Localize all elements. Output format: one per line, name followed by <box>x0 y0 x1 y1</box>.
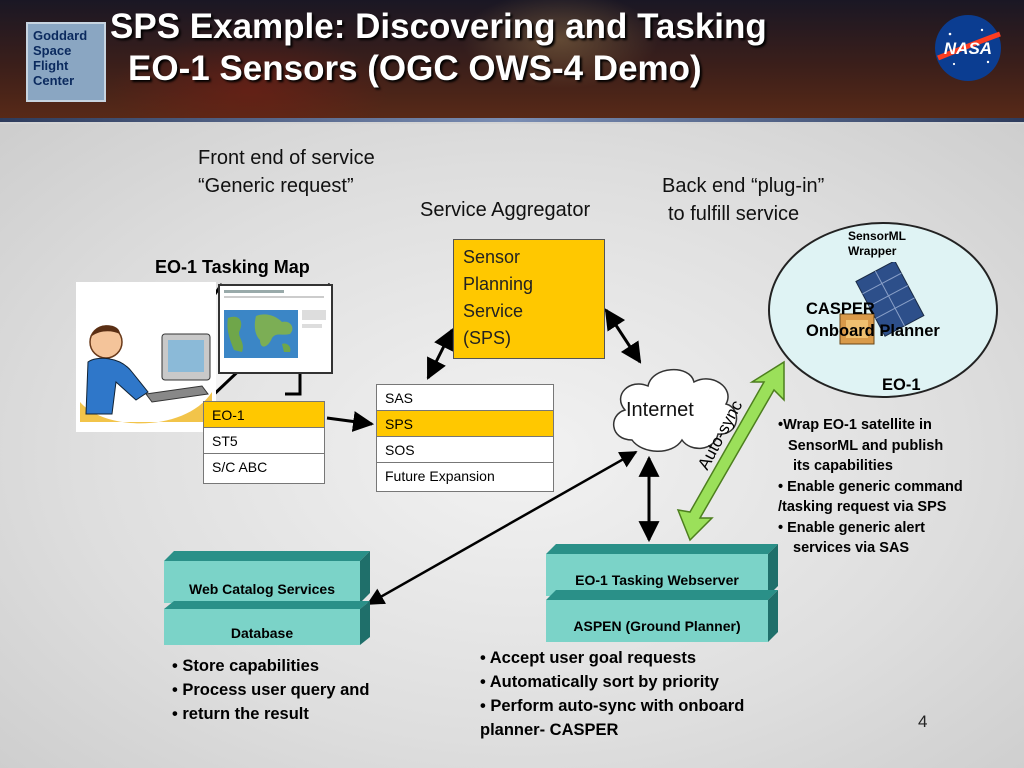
arrow-sps-internet <box>604 308 642 364</box>
back-end-line: to fulfill service <box>668 203 800 225</box>
world-map-thumbnail <box>220 286 331 372</box>
catalog-bullet: • Process user query and <box>172 681 370 699</box>
gsfc-line: Flight <box>33 58 69 73</box>
auto-sync-arrow <box>676 360 785 542</box>
service-aggregator-label: Service Aggregator <box>420 199 591 221</box>
nasa-logo: NASA <box>935 15 1001 81</box>
sensorml-line: SensorML <box>848 229 907 243</box>
tasking-map-label: EO-1 Tasking Map <box>155 257 310 277</box>
sensor-item-sc-abc[interactable]: S/C ABC <box>212 459 268 475</box>
service-item-sas[interactable]: SAS <box>377 385 553 411</box>
webserver-bullets: • Accept user goal requests • Automatica… <box>480 646 744 742</box>
eo1-note-line: its capabilities <box>793 458 893 474</box>
nasa-logo-text: NASA <box>944 39 992 58</box>
front-end-label: Front end of service “Generic request” <box>198 144 375 200</box>
monitor-pointer <box>285 374 302 396</box>
webserver-stack: EO-1 Tasking Webserver ASPEN (Ground Pla… <box>546 544 778 644</box>
eo1-note-line: /tasking request via SPS <box>778 499 947 515</box>
title-line-2: EO-1 Sensors (OGC OWS-4 Demo) <box>128 49 702 88</box>
eo1-label: EO-1 <box>882 376 921 394</box>
arrow-catalog-internet <box>366 450 638 606</box>
eo1-note-line: • Enable generic alert <box>778 519 925 536</box>
database-label: Database <box>230 625 294 641</box>
sensorml-wrapper-label: SensorML Wrapper <box>848 229 906 259</box>
webserver-bullet: • Accept user goal requests <box>480 649 697 667</box>
webserver-stack-graphic <box>546 544 778 642</box>
title-line-1: SPS Example: Discovering and Tasking <box>110 7 767 46</box>
casper-label: CASPER Onboard Planner <box>806 298 940 342</box>
tasking-map-screenshot <box>218 284 333 374</box>
arrow-list-sps <box>426 328 454 380</box>
front-end-line: “Generic request” <box>198 175 354 197</box>
sps-box: Sensor Planning Service (SPS) <box>453 239 605 359</box>
catalog-stack: Web Catalog Services Database <box>164 551 370 651</box>
arrow-eo1-to-sps <box>326 411 375 432</box>
sensor-item-st5[interactable]: ST5 <box>204 428 324 454</box>
sensor-item-eo1[interactable]: EO-1 <box>204 402 324 428</box>
sps-line: Service <box>463 301 524 321</box>
eo1-satellite-icon <box>839 262 925 345</box>
user-at-computer-illustration <box>76 282 216 432</box>
aspen-ground-planner-label: ASPEN (Ground Planner) <box>573 618 741 634</box>
service-item-future-expansion[interactable]: Future Expansion <box>385 468 495 484</box>
webserver-bullet: planner- CASPER <box>480 721 619 739</box>
eo1-note-line: services via SAS <box>793 540 910 556</box>
back-end-line: Back end “plug-in” <box>662 175 825 197</box>
gsfc-line: Space <box>33 43 72 58</box>
catalog-bullet: • return the result <box>172 705 309 723</box>
back-end-label: Back end “plug-in” to fulfill service <box>662 172 824 228</box>
eo1-note-line: •Wrap EO-1 satellite in <box>778 417 932 433</box>
catalog-bullet: • Store capabilities <box>172 657 319 675</box>
casper-line: Onboard Planner <box>806 322 940 340</box>
front-end-line: Front end of service <box>198 147 375 169</box>
web-catalog-services-label: Web Catalog Services <box>188 581 336 597</box>
eo1-notes: •Wrap EO-1 satellite in SensorML and pub… <box>778 415 963 559</box>
internet-cloud <box>612 368 738 452</box>
eo1-note-line: • Enable generic command <box>778 478 963 495</box>
page-number: 4 <box>918 712 928 731</box>
goddard-logo: Goddard Space Flight Center <box>26 22 106 102</box>
service-list: SAS SPS SOS Future Expansion <box>376 384 554 492</box>
service-item-sps[interactable]: SPS <box>377 411 553 437</box>
sps-line: Sensor <box>463 247 521 267</box>
catalog-bullets: • Store capabilities • Process user quer… <box>172 654 369 726</box>
gsfc-line: Center <box>33 73 75 88</box>
catalog-stack-graphic <box>164 551 370 645</box>
webserver-bullet: • Perform auto-sync with onboard <box>480 697 745 715</box>
sps-line: (SPS) <box>463 328 512 348</box>
gsfc-line: Goddard <box>33 28 88 43</box>
webserver-bullet: • Automatically sort by priority <box>480 673 719 691</box>
slide-title: SPS Example: Discovering and Tasking EO-… <box>110 6 930 90</box>
internet-label: Internet <box>626 399 694 421</box>
sps-line: Planning <box>463 274 534 294</box>
tasking-webserver-label: EO-1 Tasking Webserver <box>575 572 739 588</box>
casper-line: CASPER <box>806 300 875 318</box>
sensorml-line: Wrapper <box>848 244 897 258</box>
sensor-list: EO-1 ST5 S/C ABC <box>203 401 325 484</box>
service-item-sos[interactable]: SOS <box>377 437 553 463</box>
eo1-note-line: SensorML and publish <box>788 437 944 454</box>
header-banner: Goddard Space Flight Center SPS Example:… <box>0 0 1024 122</box>
